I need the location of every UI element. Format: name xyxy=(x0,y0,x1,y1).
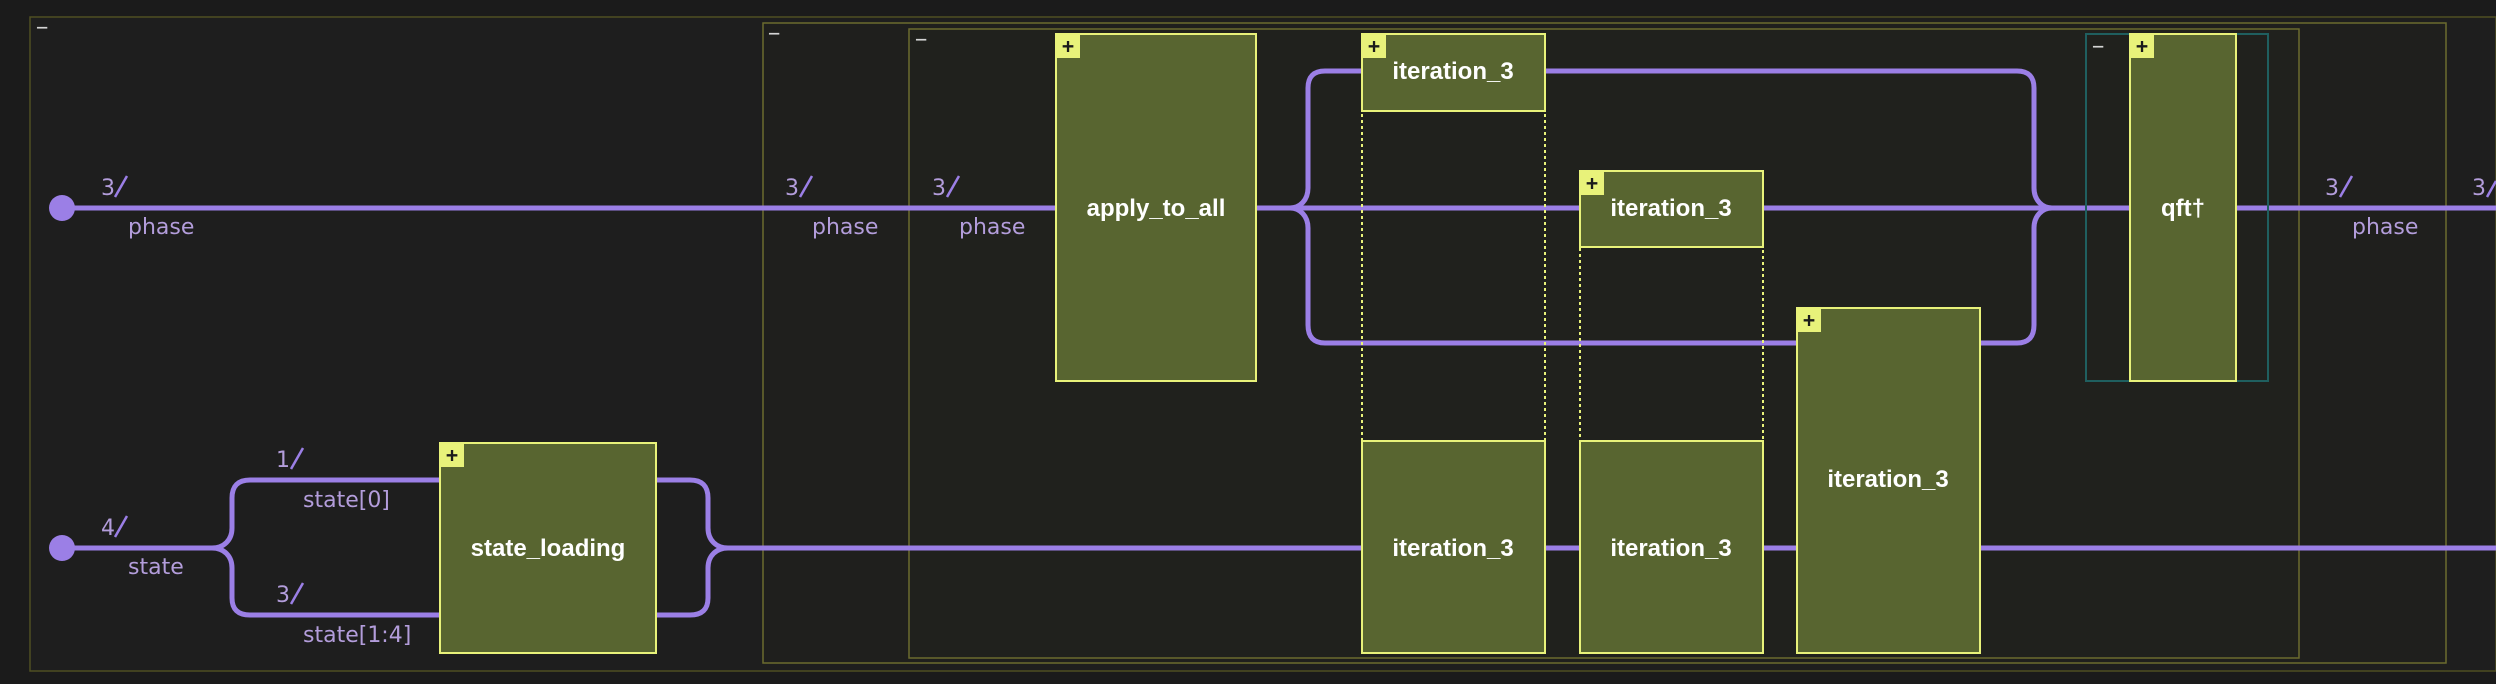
state-wire-split-bottom xyxy=(209,545,443,618)
phase-out-name-label: phase xyxy=(2352,215,2418,240)
iteration-a-expand-button[interactable]: + xyxy=(1362,34,1386,58)
outer-group-collapse-button[interactable]: − xyxy=(36,15,48,39)
phase-out-width-slash xyxy=(2338,175,2354,198)
collapse-icon: − xyxy=(915,27,927,51)
outer-phase-name-label: phase xyxy=(812,215,878,240)
iteration-c-expand-button[interactable]: + xyxy=(1797,308,1821,332)
iteration-b-expand-button[interactable]: + xyxy=(1580,171,1604,195)
apply-to-all-gate[interactable]: apply_to_all xyxy=(1055,33,1257,382)
phase-cut-width-label: 3 xyxy=(2472,176,2486,201)
state0-width-label: 1 xyxy=(276,448,290,473)
qft-dagger-gate[interactable]: qft† xyxy=(2129,33,2237,382)
iteration-b-top-label: iteration_3 xyxy=(1610,195,1731,222)
phase-estimation-group-collapse-button[interactable]: − xyxy=(915,27,927,51)
state-wire-merge-top xyxy=(653,477,731,551)
collapse-icon: − xyxy=(36,15,48,39)
iteration-a-gate[interactable]: iteration_3 iteration_3 xyxy=(1361,33,1546,654)
phase-wire-split-top xyxy=(1287,68,2055,211)
state-loading-expand-button[interactable]: + xyxy=(440,443,464,467)
state-loading-label: state_loading xyxy=(471,535,626,562)
plus-icon: + xyxy=(1586,171,1598,195)
phase-out-width-label: 3 xyxy=(2325,176,2339,201)
state14-width-label: 3 xyxy=(276,583,290,608)
inner-phase-width-slash xyxy=(945,175,961,198)
state-input-terminal[interactable] xyxy=(49,535,75,561)
iteration-a-bottom-label: iteration_3 xyxy=(1392,535,1513,562)
plus-icon: + xyxy=(446,443,458,467)
iteration-b-gate[interactable]: iteration_3 iteration_3 xyxy=(1579,170,1764,654)
inner-phase-name-label: phase xyxy=(959,215,1025,240)
qft-dagger-label: qft† xyxy=(2161,195,2205,222)
iteration-c-label: iteration_3 xyxy=(1827,466,1948,493)
power-group-collapse-button[interactable]: − xyxy=(768,21,780,45)
plus-icon: + xyxy=(1062,34,1074,58)
state0-name-label: state[0] xyxy=(303,488,390,513)
state14-name-label: state[1:4] xyxy=(303,623,411,648)
phase-name-label: phase xyxy=(128,215,194,240)
qft-dagger-expand-button[interactable]: + xyxy=(2130,34,2154,58)
state-wire-split-top xyxy=(209,477,443,551)
state-wire-merge-bottom xyxy=(653,545,731,618)
phase-input-terminal[interactable] xyxy=(49,195,75,221)
iteration-b-bottom-label: iteration_3 xyxy=(1610,535,1731,562)
state0-width-slash xyxy=(289,447,305,470)
state14-width-slash xyxy=(289,582,305,605)
apply-to-all-label: apply_to_all xyxy=(1087,195,1226,222)
state-width-label: 4 xyxy=(101,516,115,541)
state-name-label: state xyxy=(128,555,184,580)
phase-cut-width-slash xyxy=(2485,180,2496,198)
plus-icon: + xyxy=(1803,308,1815,332)
state-width-slash xyxy=(113,515,129,538)
phase-width-slash xyxy=(113,175,129,198)
plus-icon: + xyxy=(2136,34,2148,58)
apply-to-all-expand-button[interactable]: + xyxy=(1056,34,1080,58)
collapse-icon: − xyxy=(768,21,780,45)
state-loading-gate[interactable]: state_loading xyxy=(439,442,657,654)
qft-dagger-group-collapse-button[interactable]: − xyxy=(2092,34,2104,58)
phase-width-label: 3 xyxy=(101,176,115,201)
outer-phase-width-slash xyxy=(798,175,814,198)
outer-phase-width-label: 3 xyxy=(785,176,799,201)
collapse-icon: − xyxy=(2092,34,2104,58)
iteration-c-gate[interactable]: iteration_3 xyxy=(1796,307,1981,654)
plus-icon: + xyxy=(1368,34,1380,58)
iteration-a-top-label: iteration_3 xyxy=(1392,58,1513,85)
inner-phase-width-label: 3 xyxy=(932,176,946,201)
phase-wire-split-bottom xyxy=(1287,205,2055,346)
